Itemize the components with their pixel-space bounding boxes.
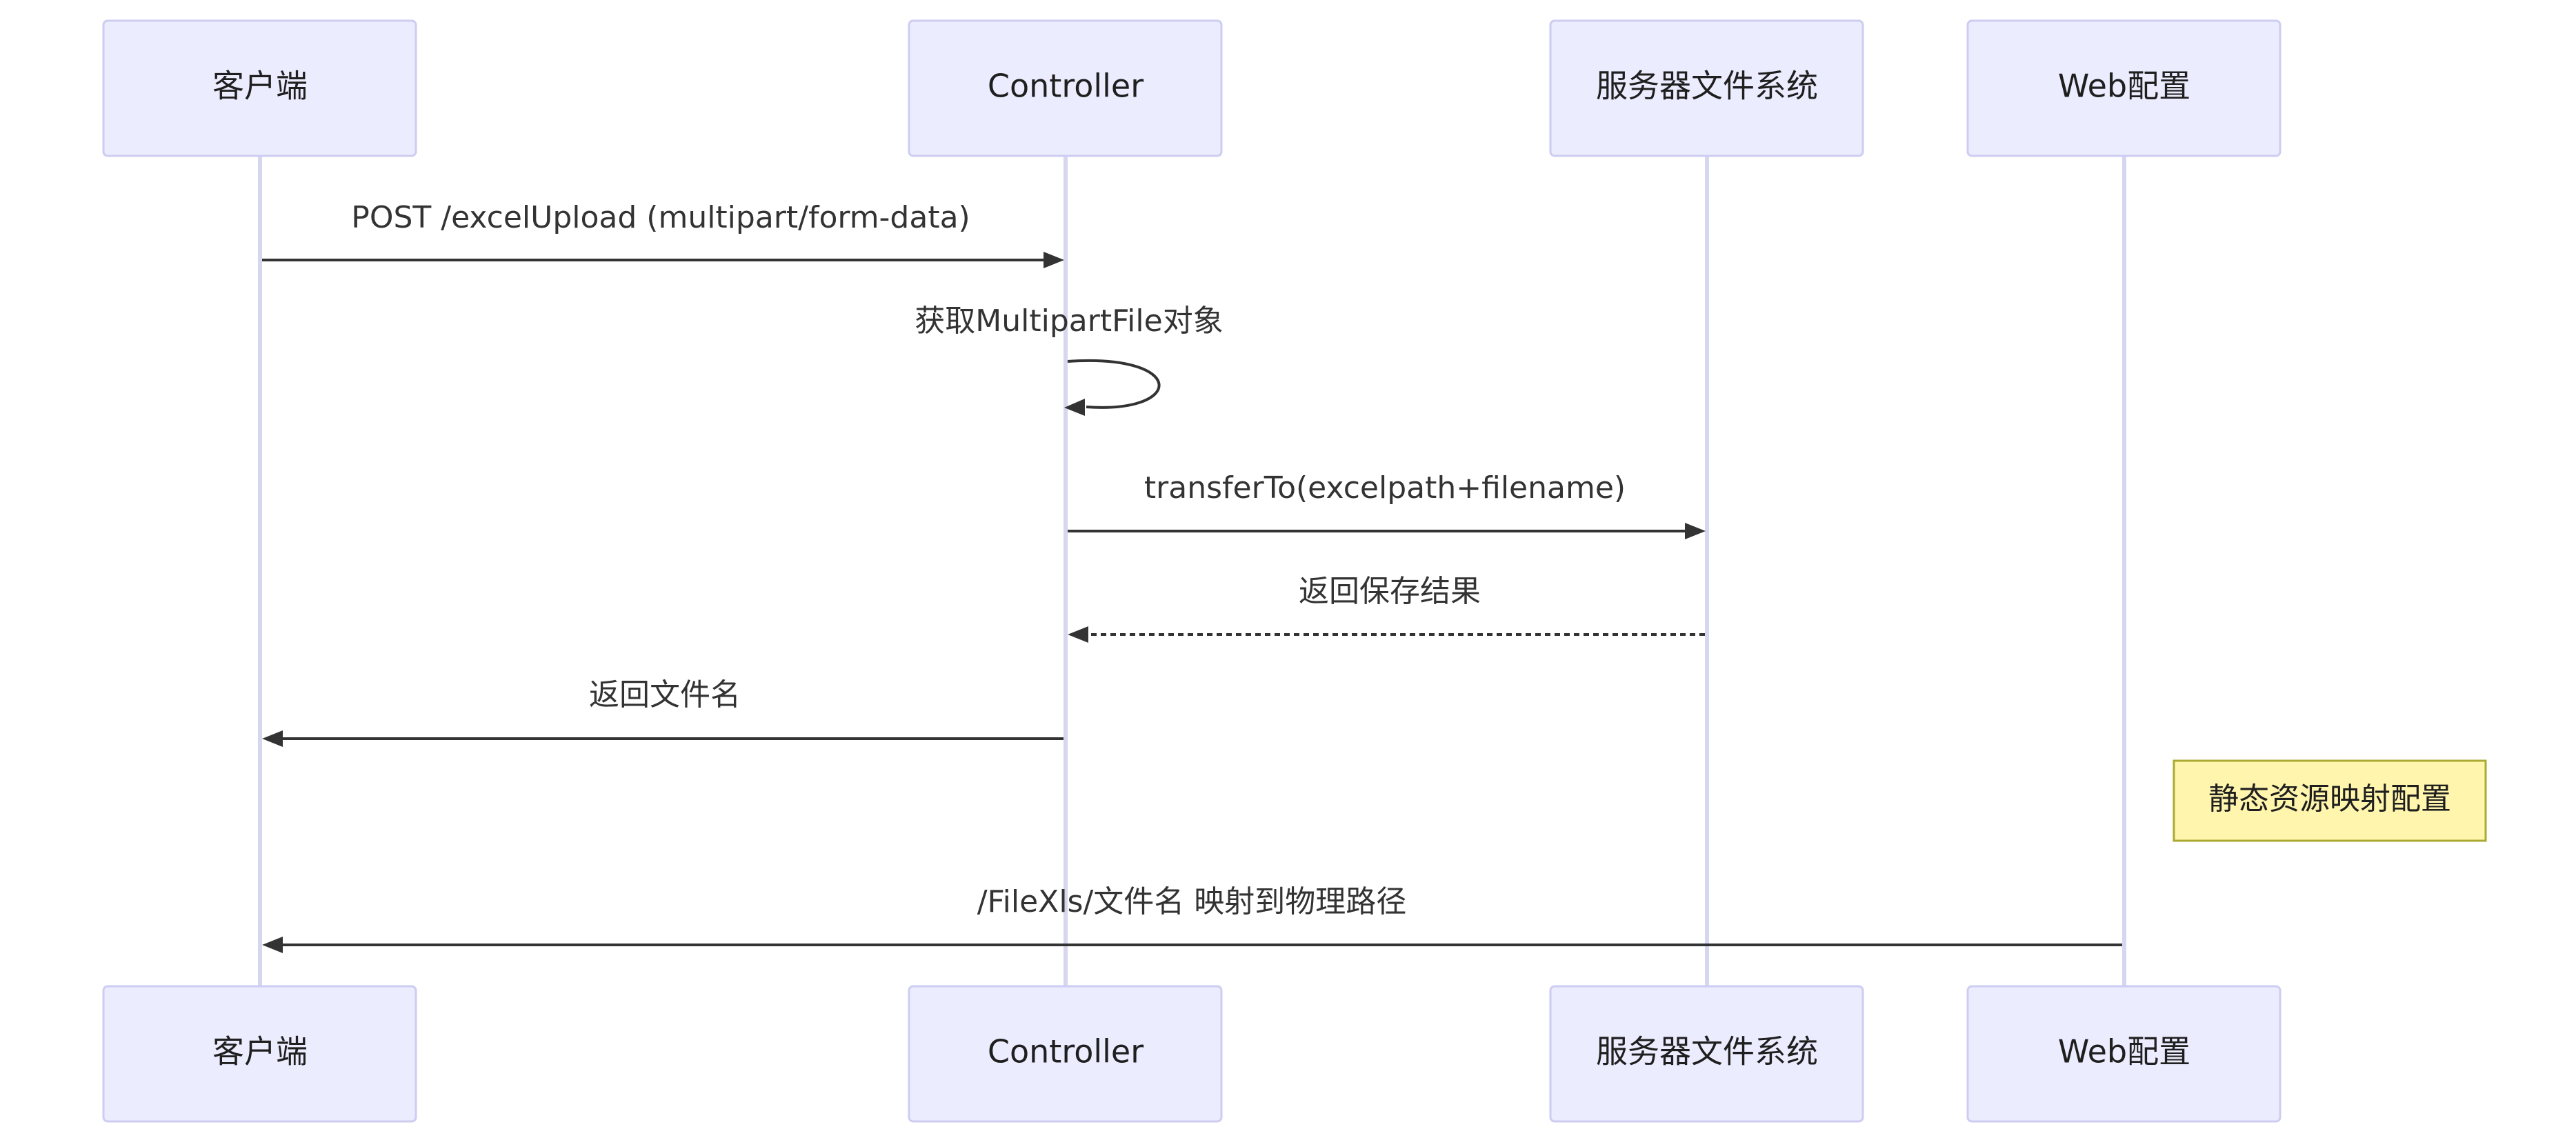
arrowhead-icon — [1044, 252, 1064, 268]
message-return-save-result: 返回保存结果 — [1068, 574, 1705, 643]
arrowhead-icon — [1685, 523, 1706, 539]
actor-controller-label: Controller — [988, 1033, 1144, 1070]
note-static-resource-mapping: 静态资源映射配置 — [2173, 759, 2487, 842]
arrowhead-icon — [1068, 626, 1088, 643]
actor-controller-label: Controller — [988, 68, 1144, 105]
actor-client-label: 客户端 — [212, 1033, 308, 1070]
message-get-multipartfile-label: 获取MultipartFile对象 — [915, 303, 1223, 339]
message-return-save-result-label: 返回保存结果 — [1299, 574, 1481, 609]
message-filexls-mapping-label: /FileXls/文件名 映射到物理路径 — [977, 884, 1407, 919]
message-transfer-to-label: transferTo(excelpath+filename) — [1144, 470, 1626, 506]
actor-web-label: Web配置 — [2058, 68, 2190, 105]
actor-web-top: Web配置 — [1966, 19, 2282, 157]
arrowhead-icon — [262, 730, 283, 747]
note-static-resource-mapping-label: 静态资源映射配置 — [2208, 781, 2451, 817]
message-post-excel-upload: POST /excelUpload (multipart/form-data) — [262, 200, 1064, 268]
message-return-filename: 返回文件名 — [262, 677, 1064, 747]
message-filexls-mapping: /FileXls/文件名 映射到物理路径 — [262, 884, 2122, 953]
actor-client-bottom: 客户端 — [102, 985, 417, 1123]
actor-fs-bottom: 服务器文件系统 — [1549, 985, 1864, 1123]
actor-controller-bottom: Controller — [908, 985, 1223, 1123]
actor-web-label: Web配置 — [2058, 1033, 2190, 1070]
actor-client-label: 客户端 — [212, 68, 308, 105]
actor-fs-label: 服务器文件系统 — [1596, 1033, 1818, 1070]
actor-client-top: 客户端 — [102, 19, 417, 157]
message-get-multipartfile: 获取MultipartFile对象 — [915, 303, 1224, 416]
actor-fs-top: 服务器文件系统 — [1549, 19, 1864, 157]
message-return-filename-label: 返回文件名 — [589, 677, 741, 712]
actor-web-bottom: Web配置 — [1966, 985, 2282, 1123]
actor-controller-top: Controller — [908, 19, 1223, 157]
actor-fs-label: 服务器文件系统 — [1596, 68, 1818, 105]
message-transfer-to: transferTo(excelpath+filename) — [1068, 470, 1706, 539]
arrowhead-icon — [262, 937, 283, 953]
message-post-excel-upload-label: POST /excelUpload (multipart/form-data) — [351, 200, 970, 235]
arrowhead-icon — [1064, 399, 1085, 416]
